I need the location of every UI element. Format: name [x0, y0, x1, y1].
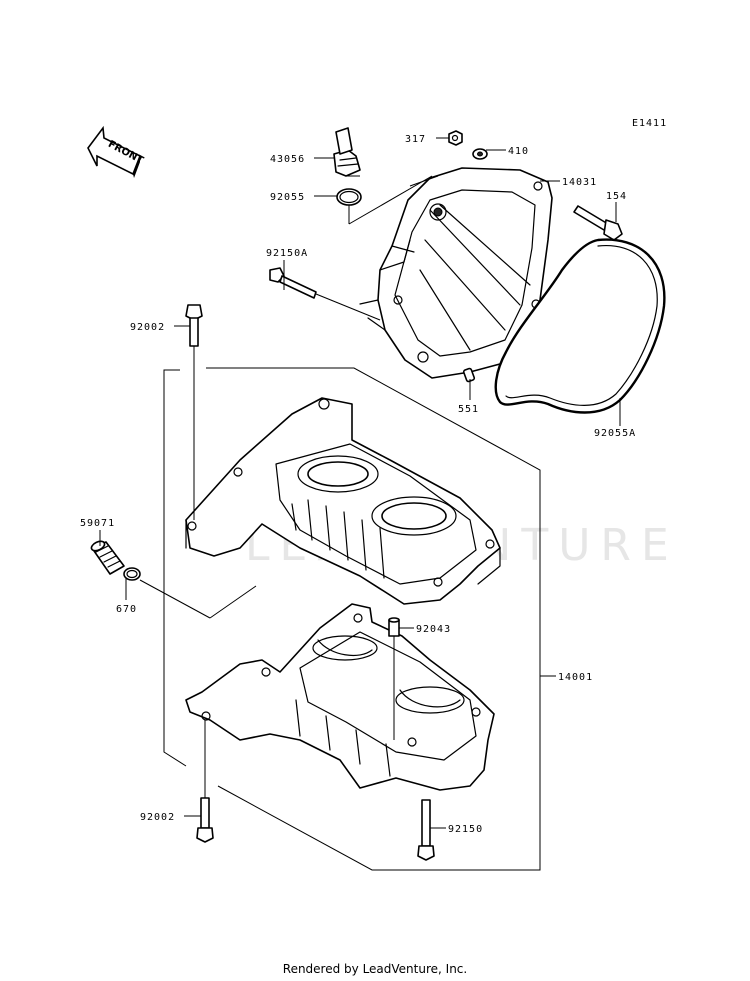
leader-lines: [99, 137, 621, 829]
diagram-code: E1411: [632, 118, 667, 129]
o-ring-670: [123, 567, 141, 581]
label-59071: 59071: [80, 518, 115, 529]
label-43056: 43056: [270, 154, 305, 165]
dowel-pin-551: [462, 367, 476, 383]
label-154: 154: [606, 191, 627, 202]
crankcase-cover-14031: [359, 167, 553, 379]
washer-410: [472, 148, 488, 160]
label-317: 317: [405, 134, 426, 145]
bolt-92150A: [269, 267, 317, 299]
label-92150: 92150: [448, 824, 483, 835]
front-arrow-icon: FRONT: [87, 125, 145, 178]
label-14001: 14001: [558, 672, 593, 683]
bolt-92002-bottom: [196, 797, 214, 843]
label-670: 670: [116, 604, 137, 615]
label-551: 551: [458, 404, 479, 415]
bolt-92150: [417, 799, 435, 861]
gasket-92055A: [494, 238, 666, 414]
label-14031: 14031: [562, 177, 597, 188]
assembly-bracket: [163, 367, 541, 871]
bolt-92002-top: [185, 304, 203, 347]
bolt-154: [573, 205, 623, 241]
label-410: 410: [508, 146, 529, 157]
upper-crankcase-14001: [185, 397, 501, 605]
nut-317: [448, 130, 463, 146]
label-92150A: 92150A: [266, 248, 308, 259]
label-92002-top: 92002: [130, 322, 165, 333]
label-92043: 92043: [416, 624, 451, 635]
lower-crankcase: [185, 603, 495, 791]
plug-59071: [90, 540, 125, 575]
label-92002-bottom: 92002: [140, 812, 175, 823]
label-92055: 92055: [270, 192, 305, 203]
dowel-92043: [388, 617, 400, 637]
filler-cap-43056: [333, 127, 361, 177]
footer-credit: Rendered by LeadVenture, Inc.: [282, 962, 468, 976]
label-92055A: 92055A: [594, 428, 636, 439]
